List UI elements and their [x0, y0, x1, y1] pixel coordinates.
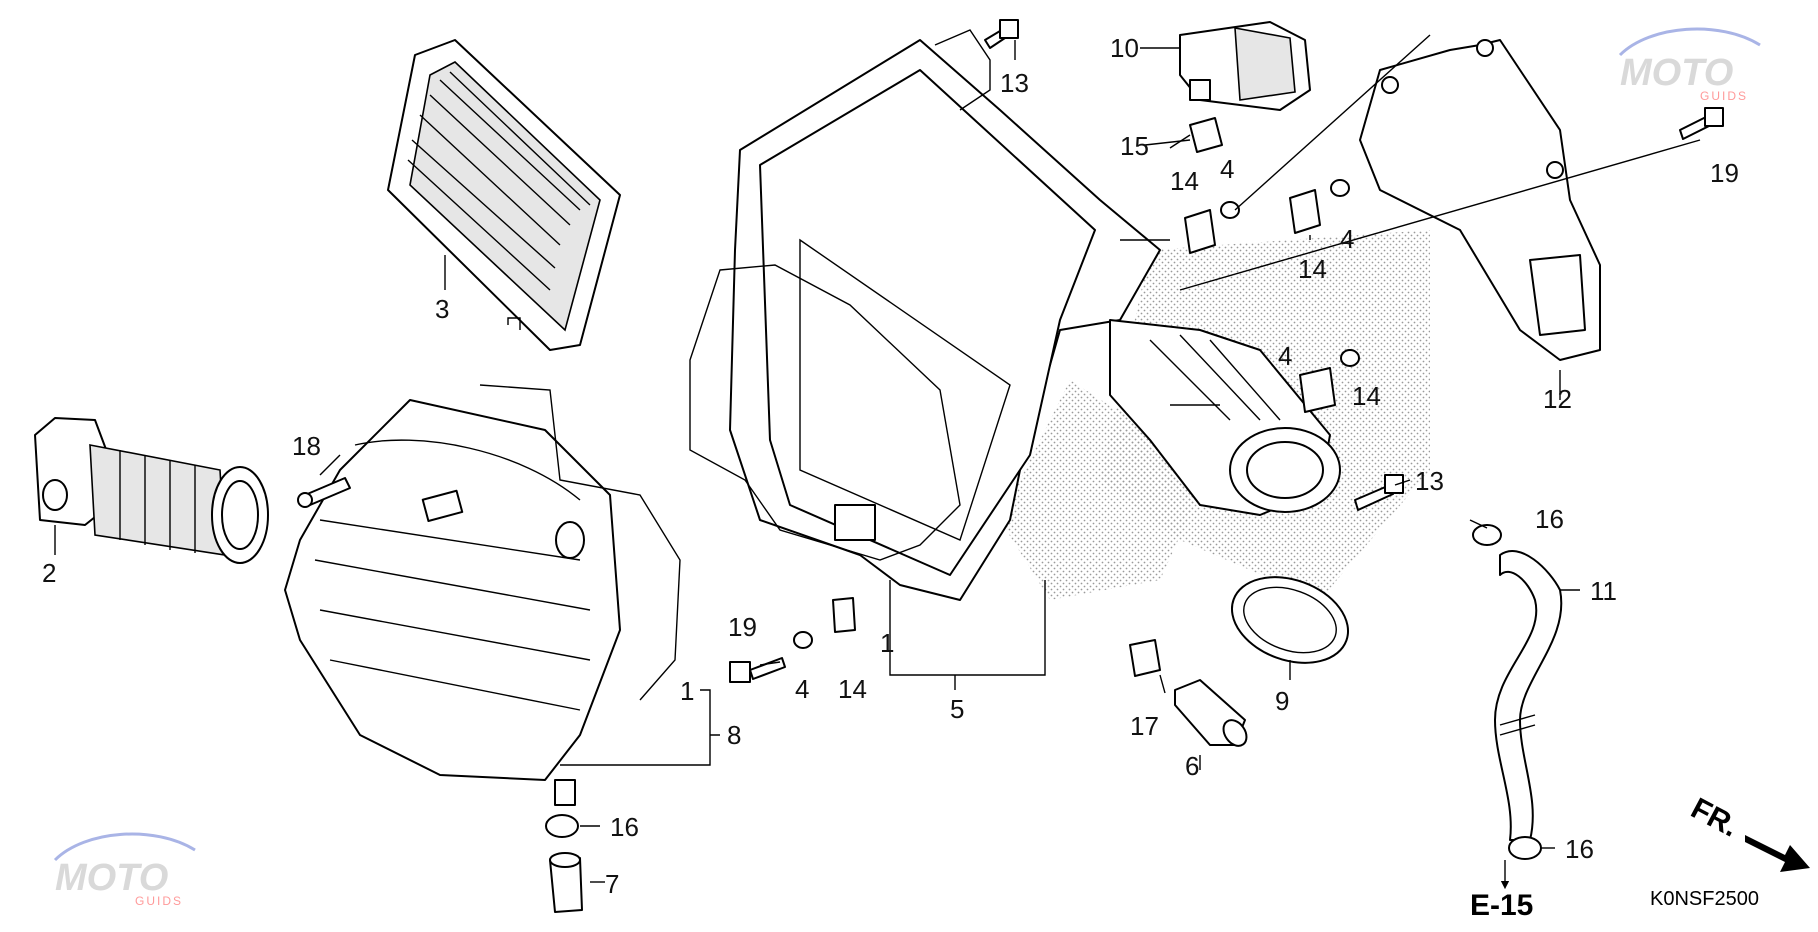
callout-7: 7 — [605, 869, 619, 899]
callout-16: 16 — [1535, 504, 1564, 534]
callout-14: 14 — [1298, 254, 1327, 284]
svg-text:GUIDS: GUIDS — [135, 894, 183, 908]
callout-17: 17 — [1130, 711, 1159, 741]
callout-13: 13 — [1415, 466, 1444, 496]
callout-4: 4 — [1220, 154, 1234, 184]
callout-16: 16 — [610, 812, 639, 842]
grommet-4 — [1330, 179, 1350, 197]
callout-4: 4 — [1340, 224, 1354, 254]
callout-14: 14 — [1170, 166, 1199, 196]
svg-text:MOTO: MOTO — [55, 857, 168, 899]
reference-label: E-15 — [1470, 889, 1533, 922]
clip-15 — [1189, 117, 1223, 153]
resonator — [1179, 21, 1311, 111]
callout-2: 2 — [42, 558, 56, 588]
screw-18 — [297, 477, 351, 508]
callout-4: 4 — [1278, 341, 1292, 371]
bolt-19 — [729, 657, 786, 683]
band-9 — [1230, 576, 1350, 664]
leader-lines — [54, 34, 1701, 890]
callout-9: 9 — [1275, 686, 1289, 716]
diagram-code: K0NSF2500 — [1650, 888, 1759, 910]
callout-14: 14 — [1352, 381, 1381, 411]
callout-14: 14 — [838, 674, 867, 704]
callout-12: 12 — [1543, 384, 1572, 414]
front-arrow-icon — [1745, 835, 1810, 872]
bolt-13 — [984, 19, 1019, 49]
front-label: FR. — [1686, 792, 1744, 844]
air-filter-element — [387, 39, 621, 351]
callout-5: 5 — [950, 694, 964, 724]
rubber-mount-14 — [832, 597, 856, 633]
callout-4: 4 — [795, 674, 809, 704]
callout-8: 8 — [727, 720, 741, 750]
callout-18: 18 — [292, 431, 321, 461]
callout-1: 1 — [680, 676, 694, 706]
drain-cap-7 — [549, 852, 583, 913]
clip-16 — [1472, 524, 1502, 546]
watermark-logo: MOTO GUIDS — [1618, 27, 1761, 103]
grommet-4 — [1220, 201, 1240, 219]
watermark-logo: MOTO GUIDS — [53, 832, 196, 908]
callout-13: 13 — [1000, 68, 1029, 98]
clip-16 — [545, 814, 579, 838]
rubber-mount-14 — [1184, 209, 1216, 254]
air-cleaner-lower-case — [284, 384, 681, 806]
callout-15: 15 — [1120, 131, 1149, 161]
callout-3: 3 — [435, 294, 449, 324]
rubber-mount-14 — [1289, 189, 1321, 234]
bracket — [1359, 39, 1601, 361]
shading-region — [1000, 380, 1210, 600]
svg-text:MOTO: MOTO — [1620, 52, 1733, 94]
svg-text:GUIDS: GUIDS — [1700, 89, 1748, 103]
intake-funnel — [34, 417, 269, 564]
callout-19: 19 — [728, 612, 757, 642]
drain-plug-6 — [1174, 679, 1248, 747]
intake-duct — [1109, 319, 1341, 516]
air-cleaner-case — [689, 29, 1161, 601]
grommet-4 — [793, 631, 813, 649]
callout-1: 1 — [880, 628, 894, 658]
callout-6: 6 — [1185, 751, 1199, 781]
grommet-4 — [1340, 349, 1360, 367]
callout-11: 11 — [1590, 576, 1617, 606]
bolt-19 — [1679, 107, 1724, 140]
clip-16 — [1508, 836, 1542, 860]
bolt-13 — [1354, 474, 1404, 511]
callout-16: 16 — [1565, 834, 1594, 864]
callout-19: 19 — [1710, 158, 1739, 188]
front-direction-indicator: FR. — [1686, 792, 1810, 872]
rubber-mount-14 — [1299, 367, 1336, 413]
callout-10: 10 — [1110, 33, 1139, 63]
breather-tube — [1494, 549, 1563, 841]
clip-17 — [1129, 639, 1161, 677]
